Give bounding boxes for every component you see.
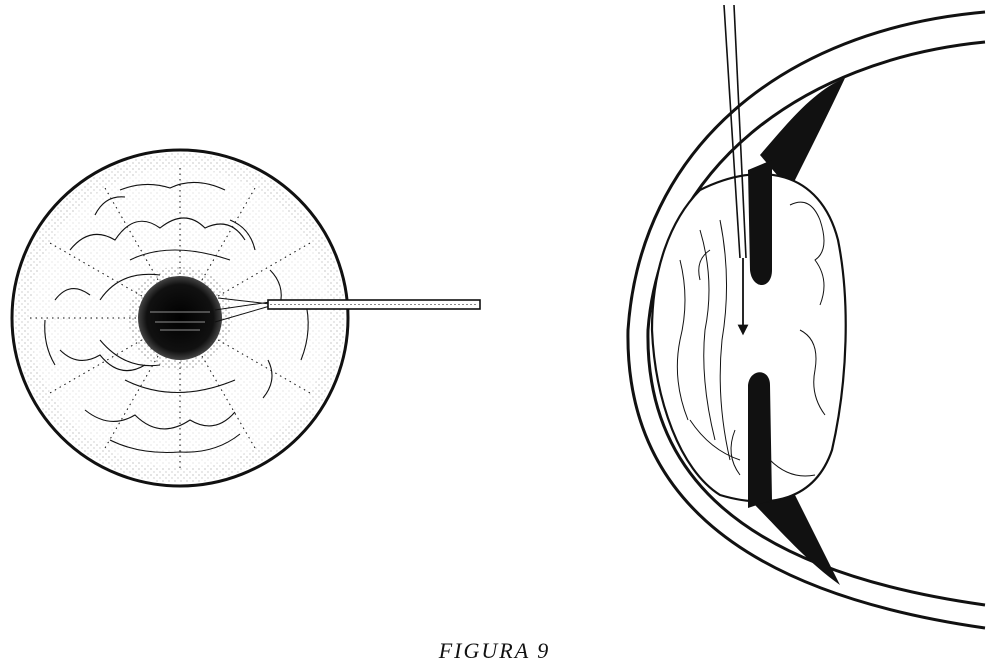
iris-upper-dark: [760, 78, 845, 190]
figure-caption: FIGURA 9: [0, 638, 989, 664]
front-view-eye: [12, 150, 480, 486]
incision-lower: [748, 372, 772, 508]
pupil: [138, 276, 222, 360]
cross-section-eye: [628, 5, 985, 628]
incision-upper: [748, 160, 772, 285]
